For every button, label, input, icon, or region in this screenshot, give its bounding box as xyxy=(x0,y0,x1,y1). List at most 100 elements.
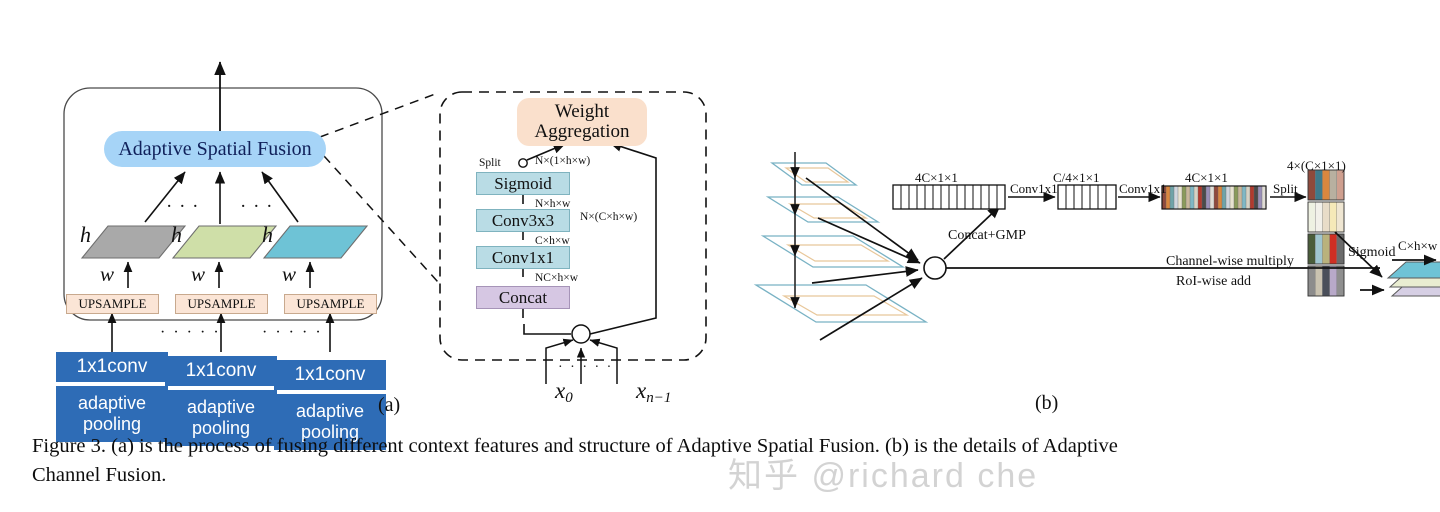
caption-line-2: Channel Fusion. xyxy=(32,464,167,486)
split-block-cell xyxy=(1314,169,1323,201)
tensor-color-cell xyxy=(1209,185,1215,210)
adaptive-spatial-fusion-box[interactable]: Adaptive Spatial Fusion xyxy=(104,131,326,167)
tensor-color-cell xyxy=(1241,185,1247,210)
panel-a-top-ellipsis-2: · · · xyxy=(240,196,274,217)
panel-a-fusion-arrows xyxy=(144,171,299,224)
panel-b-output-label: C×h×w xyxy=(1398,238,1438,253)
feature-map-2-h-label: h xyxy=(171,222,182,247)
split-block-cell xyxy=(1314,201,1323,233)
conv-1x1-box-3[interactable]: 1x1conv xyxy=(274,360,386,390)
tensor-1-label: 4C×1×1 xyxy=(915,170,958,185)
tensor-color-cell xyxy=(1237,185,1243,210)
tensor-color-cell xyxy=(1229,185,1235,210)
split-block-cell xyxy=(1314,265,1323,297)
tensor-color-cell xyxy=(1205,185,1211,210)
conv1x1-box[interactable]: Conv1x1 xyxy=(476,246,570,269)
split-block-cell xyxy=(1307,169,1316,201)
upsample-box-2[interactable]: UPSAMPLE xyxy=(175,294,268,314)
split-block-cell xyxy=(1336,265,1345,297)
tensor-color-cell xyxy=(1253,185,1259,210)
panel-a-label: (a) xyxy=(378,394,401,416)
tensor-2-label: C/4×1×1 xyxy=(1053,170,1100,185)
split-block-cell xyxy=(1336,169,1345,201)
feature-map-2-w-label: w xyxy=(191,262,206,286)
skip-connection-label: N×(C×h×w) xyxy=(580,211,638,223)
input-xn1-label: xn−1 xyxy=(636,378,672,406)
caption-line-1: Figure 3. (a) is the process of fusing d… xyxy=(32,435,1118,457)
concat-gmp-arrow xyxy=(943,205,1001,260)
tensor-color-cell xyxy=(1169,185,1175,210)
split-node xyxy=(518,158,528,168)
tensor-color-cell xyxy=(1257,185,1263,210)
sigmoid-label-b: Sigmoid xyxy=(1348,245,1396,260)
input-x0-label: x0 xyxy=(555,378,573,406)
asf-input-arrows xyxy=(545,338,618,384)
tensor-color-cell xyxy=(1249,185,1255,210)
sigmoid-arrow xyxy=(1334,231,1383,278)
split-block-outline xyxy=(1307,169,1345,201)
tensor-color-cell xyxy=(1181,185,1187,210)
weight-aggregation-line1: Weight xyxy=(554,101,610,123)
input-ellipsis: · · · · · xyxy=(558,360,614,375)
panel-a-upsample-arrows xyxy=(107,312,335,352)
split-block-outline xyxy=(1307,233,1345,265)
conv3x3-output-label: N×h×w xyxy=(535,198,571,210)
panel-b-junction-node xyxy=(923,256,947,280)
feature-map-1-w-label: w xyxy=(100,262,115,286)
feature-map-2 xyxy=(171,225,278,259)
split-block-cell xyxy=(1307,201,1316,233)
weight-aggregation-line2: Aggregation xyxy=(534,121,630,142)
split-blocks xyxy=(1307,169,1345,297)
panel-a-bottom-ellipsis-2: · · · · · xyxy=(262,324,323,341)
tensor-color-cell xyxy=(1173,185,1179,210)
upsample-box-3[interactable]: UPSAMPLE xyxy=(284,294,377,314)
op-1-label: Conv1x1 xyxy=(1010,181,1058,196)
tensor-color-cell xyxy=(1177,185,1183,210)
adaptive-pooling-box-1[interactable]: adaptive pooling xyxy=(56,386,168,442)
tensor-color-cell xyxy=(1189,185,1195,210)
asf-merge-node xyxy=(571,324,591,344)
concat-box[interactable]: Concat xyxy=(476,286,570,309)
tensor-color-cell xyxy=(1201,185,1207,210)
adaptive-pooling-box-2[interactable]: adaptive pooling xyxy=(165,390,277,446)
upsample-box-1[interactable]: UPSAMPLE xyxy=(66,294,159,314)
tensor-c4 xyxy=(1057,184,1117,210)
tensor-4c-1 xyxy=(892,184,1006,210)
sigmoid-output-label: N×(1×h×w) xyxy=(535,155,591,167)
panel-a-w-arrows xyxy=(123,261,315,288)
conv-1x1-box-1[interactable]: 1x1conv xyxy=(56,352,168,382)
roi-wise-add-label: RoI-wise add xyxy=(1176,274,1252,289)
conv1x1-output-label: C×h×w xyxy=(535,235,570,247)
panel-a-feature-maps xyxy=(80,225,369,259)
feature-map-3-w-label: w xyxy=(282,262,297,286)
weight-aggregation-box[interactable]: Weight Aggregation xyxy=(517,98,647,146)
tensor-color-cell xyxy=(1213,185,1219,210)
tensor-4c-colored xyxy=(1161,185,1267,210)
conv3x3-box[interactable]: Conv3x3 xyxy=(476,209,570,232)
split-block-cell xyxy=(1329,201,1338,233)
split-block-cell xyxy=(1336,201,1345,233)
tensor-color-cell xyxy=(1221,185,1227,210)
conv-1x1-box-2[interactable]: 1x1conv xyxy=(165,356,277,386)
split-block-cell xyxy=(1307,233,1316,265)
sigmoid-box[interactable]: Sigmoid xyxy=(476,172,570,195)
split-block-cell xyxy=(1322,169,1331,201)
split-block-outline xyxy=(1307,265,1345,297)
split-to-weight-agg-arrow xyxy=(526,143,566,161)
split-label: Split xyxy=(479,157,501,169)
panel-a-top-ellipsis-1: · · · xyxy=(166,196,200,217)
adaptive-pooling-box-3[interactable]: adaptive pooling xyxy=(274,394,386,450)
feature-map-1-h-label: h xyxy=(80,222,91,247)
split-block-outline xyxy=(1307,201,1345,233)
figure-caption: Figure 3. (a) is the process of fusing d… xyxy=(32,432,1422,490)
split-block-cell xyxy=(1329,265,1338,297)
concat-gmp-label: Concat+GMP xyxy=(948,228,1026,243)
asf-skip-path xyxy=(523,141,657,335)
tensor-color-cell xyxy=(1245,185,1251,210)
op-2-label: Conv1x1 xyxy=(1119,181,1167,196)
split-block-cell xyxy=(1322,265,1331,297)
split-block-cell xyxy=(1322,201,1331,233)
tensor-3-label: 4C×1×1 xyxy=(1185,170,1228,185)
panel-b-merge-arrows xyxy=(805,177,923,341)
